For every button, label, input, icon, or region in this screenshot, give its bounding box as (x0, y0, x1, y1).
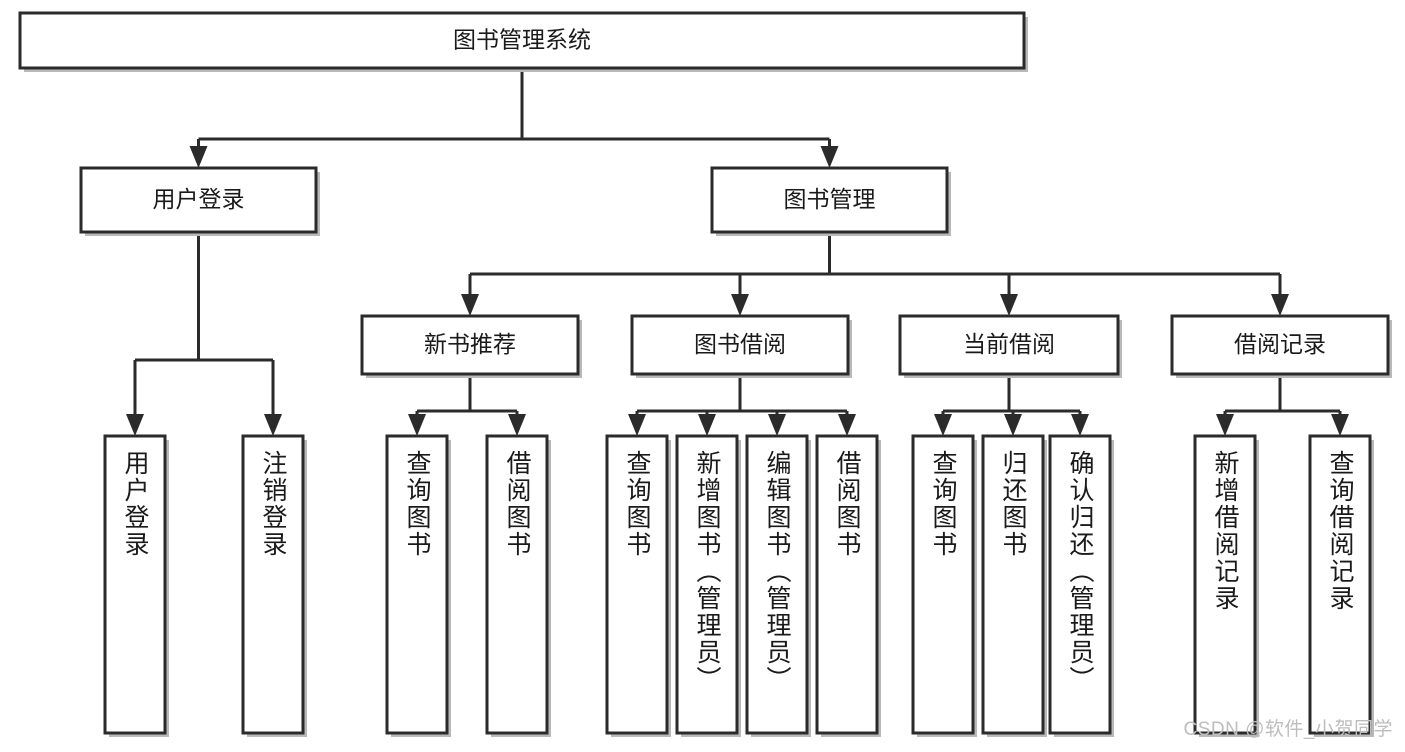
node-label: 查询图书 (403, 450, 431, 558)
node-label-wrap: 新增图书（管理员） (693, 450, 721, 693)
arrow-head (1004, 414, 1022, 436)
node-label: 用户登录 (121, 450, 149, 558)
node-label: 借阅图书 (503, 450, 531, 558)
node-label-wrap: 新增借阅记录 (1211, 450, 1239, 612)
node-leaf-11[interactable]: 新增借阅记录 (1193, 434, 1259, 737)
node-level2-0[interactable]: 用户登录 (79, 166, 320, 236)
node-leaf-1[interactable]: 注销登录 (241, 434, 307, 737)
node-label-wrap: 查询图书 (403, 450, 431, 558)
node-rect[interactable] (630, 314, 850, 376)
node-label: 借阅图书 (833, 450, 861, 558)
arrow-head (1331, 414, 1349, 436)
node-layer: 图书管理系统用户登录图书管理新书推荐图书借阅当前借阅借阅记录用户登录注销登录查询… (18, 11, 1392, 737)
node-rect[interactable] (1170, 314, 1390, 376)
node-rect[interactable] (360, 314, 580, 376)
node-label: 查询图书 (623, 450, 651, 558)
node-label-wrap: 借阅图书 (833, 450, 861, 558)
node-label-wrap: 用户登录 (121, 450, 149, 558)
arrow-head (731, 294, 749, 316)
node-label-wrap: 编辑图书（管理员） (763, 450, 791, 693)
node-label: 用户登录 (153, 186, 245, 212)
node-rect[interactable] (385, 434, 449, 735)
node-label: 新书推荐 (424, 331, 516, 357)
arrow-head (264, 414, 282, 436)
node-rect[interactable] (898, 314, 1120, 376)
node-label-wrap: 查询图书 (929, 450, 957, 558)
node-level2-1[interactable]: 图书管理 (710, 166, 951, 236)
node-leaf-7[interactable]: 借阅图书 (815, 434, 881, 737)
node-label: 图书管理系统 (453, 27, 591, 53)
node-label: 编辑图书（管理员） (763, 450, 791, 693)
arrow-head (1216, 414, 1234, 436)
arrow-head (934, 414, 952, 436)
node-label: 借阅记录 (1234, 331, 1326, 357)
node-leaf-8[interactable]: 查询图书 (911, 434, 977, 737)
arrow-head (1000, 294, 1018, 316)
connector-layer (126, 68, 1349, 436)
arrow-head (768, 414, 786, 436)
arrow-head (461, 294, 479, 316)
node-level3-3[interactable]: 借阅记录 (1170, 314, 1392, 378)
node-label: 确认归还（管理员） (1066, 450, 1094, 693)
arrow-head (820, 146, 839, 168)
node-leaf-5[interactable]: 新增图书（管理员） (675, 434, 741, 737)
node-label: 新增图书（管理员） (693, 450, 721, 693)
node-label: 查询借阅记录 (1326, 450, 1354, 612)
node-leaf-3[interactable]: 借阅图书 (485, 434, 551, 737)
node-label: 注销登录 (259, 450, 287, 558)
node-rect[interactable] (745, 434, 809, 735)
node-rect[interactable] (485, 434, 549, 735)
node-leaf-10[interactable]: 确认归还（管理员） (1048, 434, 1114, 737)
node-rect[interactable] (18, 11, 1026, 70)
node-rect[interactable] (1193, 434, 1257, 735)
node-rect[interactable] (1048, 434, 1112, 735)
node-rect[interactable] (1308, 434, 1372, 735)
node-label: 当前借阅 (963, 331, 1055, 357)
node-rect[interactable] (79, 166, 318, 234)
node-label: 归还图书 (999, 450, 1027, 558)
node-rect[interactable] (103, 434, 167, 735)
node-rect[interactable] (241, 434, 305, 735)
node-leaf-6[interactable]: 编辑图书（管理员） (745, 434, 811, 737)
node-leaf-0[interactable]: 用户登录 (103, 434, 169, 737)
node-rect[interactable] (981, 434, 1045, 735)
node-leaf-12[interactable]: 查询借阅记录 (1308, 434, 1374, 737)
node-leaf-2[interactable]: 查询图书 (385, 434, 451, 737)
node-level3-2[interactable]: 当前借阅 (898, 314, 1122, 378)
arrow-head (1071, 414, 1089, 436)
node-label: 查询图书 (929, 450, 957, 558)
node-label-wrap: 查询借阅记录 (1326, 450, 1354, 612)
node-rect[interactable] (815, 434, 879, 735)
node-rect[interactable] (605, 434, 669, 735)
arrow-head (189, 146, 208, 168)
arrow-head (838, 414, 856, 436)
node-leaf-9[interactable]: 归还图书 (981, 434, 1047, 737)
node-label: 新增借阅记录 (1211, 450, 1239, 612)
node-rect[interactable] (911, 434, 975, 735)
arrow-head (628, 414, 646, 436)
node-root-0[interactable]: 图书管理系统 (18, 11, 1028, 72)
node-label: 图书管理 (784, 186, 876, 212)
node-level3-0[interactable]: 新书推荐 (360, 314, 582, 378)
arrow-head (126, 414, 144, 436)
node-rect[interactable] (710, 166, 949, 234)
arrow-head (698, 414, 716, 436)
node-level3-1[interactable]: 图书借阅 (630, 314, 852, 378)
node-label-wrap: 查询图书 (623, 450, 651, 558)
node-label: 图书借阅 (694, 331, 786, 357)
node-label-wrap: 确认归还（管理员） (1066, 450, 1094, 693)
node-leaf-4[interactable]: 查询图书 (605, 434, 671, 737)
arrow-head (1271, 294, 1289, 316)
node-rect[interactable] (675, 434, 739, 735)
node-label-wrap: 注销登录 (259, 450, 287, 558)
node-label-wrap: 归还图书 (999, 450, 1027, 558)
arrow-head (508, 414, 526, 436)
node-label-wrap: 借阅图书 (503, 450, 531, 558)
arrow-head (408, 414, 426, 436)
